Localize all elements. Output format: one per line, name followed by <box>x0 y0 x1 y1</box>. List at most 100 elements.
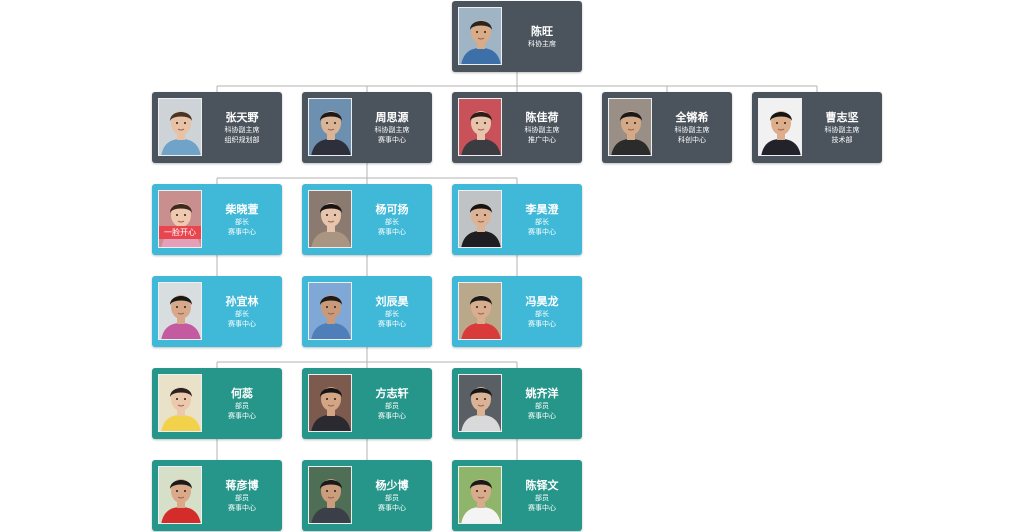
person-department: 赛事中心 <box>378 227 406 236</box>
avatar <box>458 98 502 156</box>
person-card[interactable]: 蒋彦博部员赛事中心 <box>152 460 282 531</box>
person-card[interactable]: 曹志坚科协副主席技术部 <box>752 92 882 163</box>
person-card[interactable]: 刘辰昊部长赛事中心 <box>302 276 432 347</box>
person-card[interactable]: 一脸开心柴晓萱部长赛事中心 <box>152 184 282 255</box>
person-card[interactable]: 何蕊部员赛事中心 <box>152 368 282 439</box>
person-name: 姚齐洋 <box>525 386 559 400</box>
person-info: 孙宜林部长赛事中心 <box>204 276 280 347</box>
person-name: 周思源 <box>375 110 409 124</box>
avatar-image <box>309 467 351 523</box>
person-info: 杨少博部员赛事中心 <box>354 460 430 531</box>
person-name: 陈旺 <box>531 24 553 38</box>
person-name: 孙宜林 <box>225 294 259 308</box>
avatar-image <box>159 99 201 155</box>
person-name: 冯昊龙 <box>525 294 559 308</box>
person-title: 科协副主席 <box>524 125 560 134</box>
person-department: 赛事中心 <box>528 411 556 420</box>
person-title: 部员 <box>235 493 249 502</box>
person-card[interactable]: 李昊澄部长赛事中心 <box>452 184 582 255</box>
person-name: 曹志坚 <box>825 110 859 124</box>
avatar-image <box>159 375 201 431</box>
person-info: 蒋彦博部员赛事中心 <box>204 460 280 531</box>
person-info: 陈佳荷科协副主席推广中心 <box>504 92 580 163</box>
person-title: 部长 <box>535 217 549 226</box>
person-title: 部员 <box>385 493 399 502</box>
avatar-image <box>159 283 201 339</box>
person-department: 赛事中心 <box>228 227 256 236</box>
person-card[interactable]: 杨少博部员赛事中心 <box>302 460 432 531</box>
avatar-image <box>459 283 501 339</box>
person-name: 杨可扬 <box>375 202 409 216</box>
person-name: 蒋彦博 <box>225 478 259 492</box>
person-card[interactable]: 方志轩部员赛事中心 <box>302 368 432 439</box>
person-info: 周思源科协副主席赛事中心 <box>354 92 430 163</box>
person-info: 柴晓萱部长赛事中心 <box>204 184 280 255</box>
person-card[interactable]: 杨可扬部长赛事中心 <box>302 184 432 255</box>
person-info: 杨可扬部长赛事中心 <box>354 184 430 255</box>
avatar-image <box>459 99 501 155</box>
avatar-image <box>459 467 501 523</box>
person-department: 赛事中心 <box>378 411 406 420</box>
person-card[interactable]: 周思源科协副主席赛事中心 <box>302 92 432 163</box>
person-department: 赛事中心 <box>378 503 406 512</box>
person-name: 张天野 <box>225 110 259 124</box>
person-card[interactable]: 姚齐洋部员赛事中心 <box>452 368 582 439</box>
person-info: 姚齐洋部员赛事中心 <box>504 368 580 439</box>
avatar-image <box>609 99 651 155</box>
avatar <box>158 282 202 340</box>
person-department: 推广中心 <box>528 135 556 144</box>
person-info: 曹志坚科协副主席技术部 <box>804 92 880 163</box>
avatar-image <box>309 191 351 247</box>
person-title: 部长 <box>235 217 249 226</box>
avatar <box>458 374 502 432</box>
person-title: 部长 <box>385 309 399 318</box>
person-name: 刘辰昊 <box>375 294 409 308</box>
person-title: 科协副主席 <box>824 125 860 134</box>
avatar-image <box>459 191 501 247</box>
person-title: 部长 <box>235 309 249 318</box>
person-info: 陈旺科协主席 <box>504 1 580 72</box>
person-card[interactable]: 全锵希科协副主席科创中心 <box>602 92 732 163</box>
person-department: 赛事中心 <box>228 319 256 328</box>
person-name: 何蕊 <box>231 386 253 400</box>
person-card[interactable]: 陈旺科协主席 <box>452 1 582 72</box>
avatar: 一脸开心 <box>158 190 202 248</box>
person-department: 技术部 <box>831 135 853 144</box>
person-card[interactable]: 陈铎文部员赛事中心 <box>452 460 582 531</box>
person-info: 何蕊部员赛事中心 <box>204 368 280 439</box>
person-name: 全锵希 <box>675 110 709 124</box>
person-card[interactable]: 孙宜林部长赛事中心 <box>152 276 282 347</box>
avatar <box>458 466 502 524</box>
person-name: 陈铎文 <box>525 478 559 492</box>
person-card[interactable]: 冯昊龙部长赛事中心 <box>452 276 582 347</box>
person-info: 张天野科协副主席组织规划部 <box>204 92 280 163</box>
person-department: 赛事中心 <box>228 503 256 512</box>
person-card[interactable]: 张天野科协副主席组织规划部 <box>152 92 282 163</box>
avatar <box>308 282 352 340</box>
person-department: 赛事中心 <box>228 411 256 420</box>
avatar <box>458 190 502 248</box>
person-title: 部员 <box>235 401 249 410</box>
avatar-image <box>309 99 351 155</box>
person-name: 杨少博 <box>375 478 409 492</box>
person-title: 部员 <box>385 401 399 410</box>
person-department: 科创中心 <box>678 135 706 144</box>
person-department: 组织规划部 <box>224 135 260 144</box>
person-card[interactable]: 陈佳荷科协副主席推广中心 <box>452 92 582 163</box>
person-info: 冯昊龙部长赛事中心 <box>504 276 580 347</box>
avatar <box>308 466 352 524</box>
person-title: 科协副主席 <box>224 125 260 134</box>
avatar <box>158 98 202 156</box>
person-title: 部员 <box>535 401 549 410</box>
avatar-image <box>459 375 501 431</box>
avatar-image <box>759 99 801 155</box>
avatar <box>158 374 202 432</box>
person-name: 柴晓萱 <box>225 202 259 216</box>
person-department: 赛事中心 <box>528 503 556 512</box>
person-title: 科协主席 <box>528 39 556 48</box>
photo-caption: 一脸开心 <box>159 226 201 239</box>
person-department: 赛事中心 <box>528 227 556 236</box>
avatar <box>308 374 352 432</box>
